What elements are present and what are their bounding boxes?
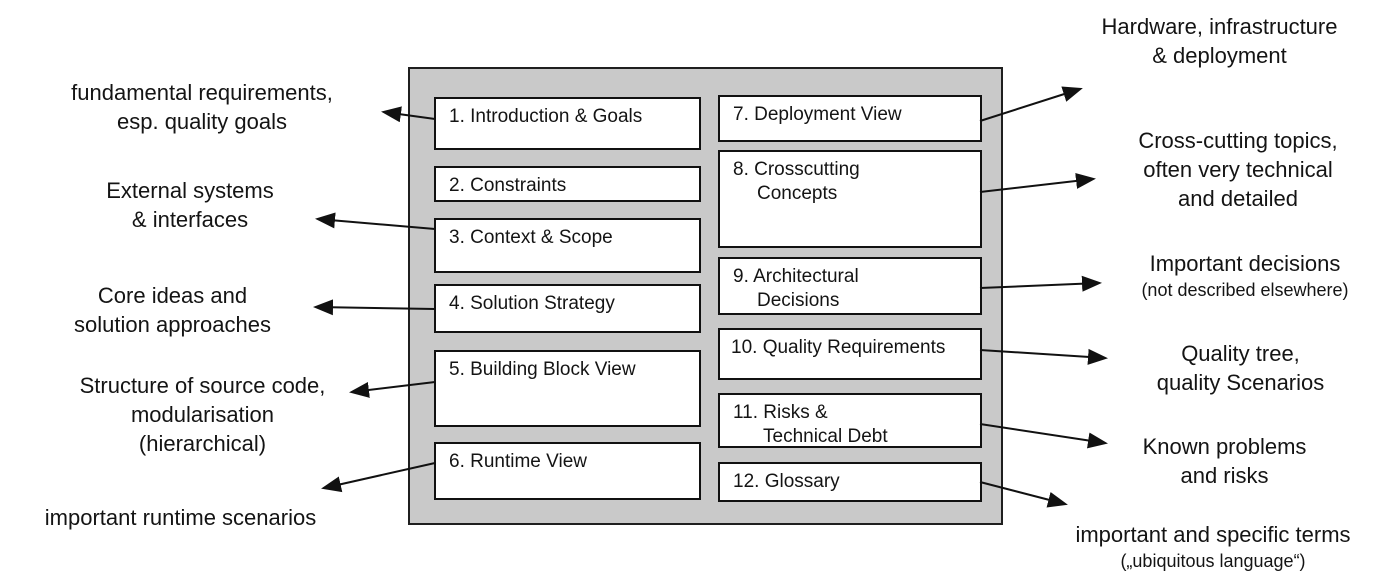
box-label: 8. Crosscutting: [733, 159, 860, 180]
annotation-line: Important decisions: [1149, 251, 1341, 276]
annotation-line: (hierarchical): [138, 431, 267, 456]
annotation-line: & interfaces: [131, 207, 249, 232]
box-glossary: 12. Glossary: [718, 462, 982, 502]
box-constraints: 2. Constraints: [434, 166, 701, 202]
box-risks-technical-debt: 11. Risks & Technical Debt: [718, 393, 982, 448]
box-solution-strategy: 4. Solution Strategy: [434, 284, 701, 333]
box-label: 1. Introduction & Goals: [449, 106, 643, 127]
annotation-fundamental-requirements: fundamental requirements, esp. quality g…: [32, 78, 372, 136]
box-label: 4. Solution Strategy: [449, 293, 615, 314]
annotation-specific-terms: important and specific terms („ubiquitou…: [1038, 520, 1388, 573]
annotation-line: esp. quality goals: [117, 109, 287, 134]
annotation-crosscutting-topics: Cross-cutting topics, often very technic…: [1108, 126, 1368, 213]
annotation-line: modularisation: [130, 402, 275, 427]
box-label: 5. Building Block View: [449, 359, 636, 380]
annotation-line: fundamental requirements,: [71, 80, 333, 105]
box-crosscutting-concepts: 8. Crosscutting Concepts: [718, 150, 982, 248]
annotation-line: Cross-cutting topics,: [1138, 128, 1338, 153]
annotation-line: Hardware, infrastructure: [1101, 14, 1338, 39]
box-quality-requirements: 10. Quality Requirements: [718, 328, 982, 380]
annotation-line: & deployment: [1152, 43, 1287, 68]
annotation-line: and detailed: [1178, 186, 1298, 211]
annotation-line: Quality tree,: [1181, 341, 1300, 366]
annotation-line: Core ideas and: [97, 283, 248, 308]
annotation-line: Known problems: [1142, 434, 1307, 459]
annotation-line-small: (not described elsewhere): [1141, 280, 1349, 300]
annotation-core-ideas: Core ideas and solution approaches: [40, 281, 305, 339]
box-context-scope: 3. Context & Scope: [434, 218, 701, 273]
annotation-line: External systems: [106, 178, 274, 203]
box-label: 6. Runtime View: [449, 451, 587, 472]
annotation-hardware-infrastructure: Hardware, infrastructure & deployment: [1072, 12, 1367, 70]
box-label: 9. Architectural: [733, 266, 859, 287]
annotation-quality-tree: Quality tree, quality Scenarios: [1128, 339, 1353, 397]
box-label-line2: Concepts: [757, 183, 838, 204]
annotation-line: quality Scenarios: [1156, 370, 1325, 395]
box-introduction-goals: 1. Introduction & Goals: [434, 97, 701, 150]
box-deployment-view: 7. Deployment View: [718, 95, 982, 142]
annotation-runtime-scenarios: important runtime scenarios: [8, 503, 353, 532]
annotation-line: solution approaches: [74, 312, 271, 337]
annotation-known-problems: Known problems and risks: [1127, 432, 1322, 490]
annotation-line-small: („ubiquitous language“): [1120, 551, 1306, 571]
annotation-line: important runtime scenarios: [44, 505, 317, 530]
box-label: 7. Deployment View: [733, 104, 902, 125]
box-architectural-decisions: 9. Architectural Decisions: [718, 257, 982, 315]
annotation-structure-source-code: Structure of source code, modularisation…: [30, 371, 375, 458]
annotation-line: and risks: [1180, 463, 1269, 488]
box-label-line2: Technical Debt: [763, 426, 888, 447]
box-label: 10. Quality Requirements: [731, 337, 946, 358]
box-label: 3. Context & Scope: [449, 227, 613, 248]
annotation-line: Structure of source code,: [79, 373, 326, 398]
box-label-line2: Decisions: [757, 290, 840, 311]
box-label: 2. Constraints: [449, 175, 567, 196]
annotation-external-systems: External systems & interfaces: [60, 176, 320, 234]
box-runtime-view: 6. Runtime View: [434, 442, 701, 500]
annotation-line: important and specific terms: [1075, 522, 1351, 547]
annotation-line: often very technical: [1143, 157, 1333, 182]
annotation-important-decisions: Important decisions (not described elsew…: [1103, 249, 1387, 302]
box-label: 12. Glossary: [733, 471, 840, 492]
box-label: 11. Risks &: [733, 402, 828, 423]
box-building-block-view: 5. Building Block View: [434, 350, 701, 427]
